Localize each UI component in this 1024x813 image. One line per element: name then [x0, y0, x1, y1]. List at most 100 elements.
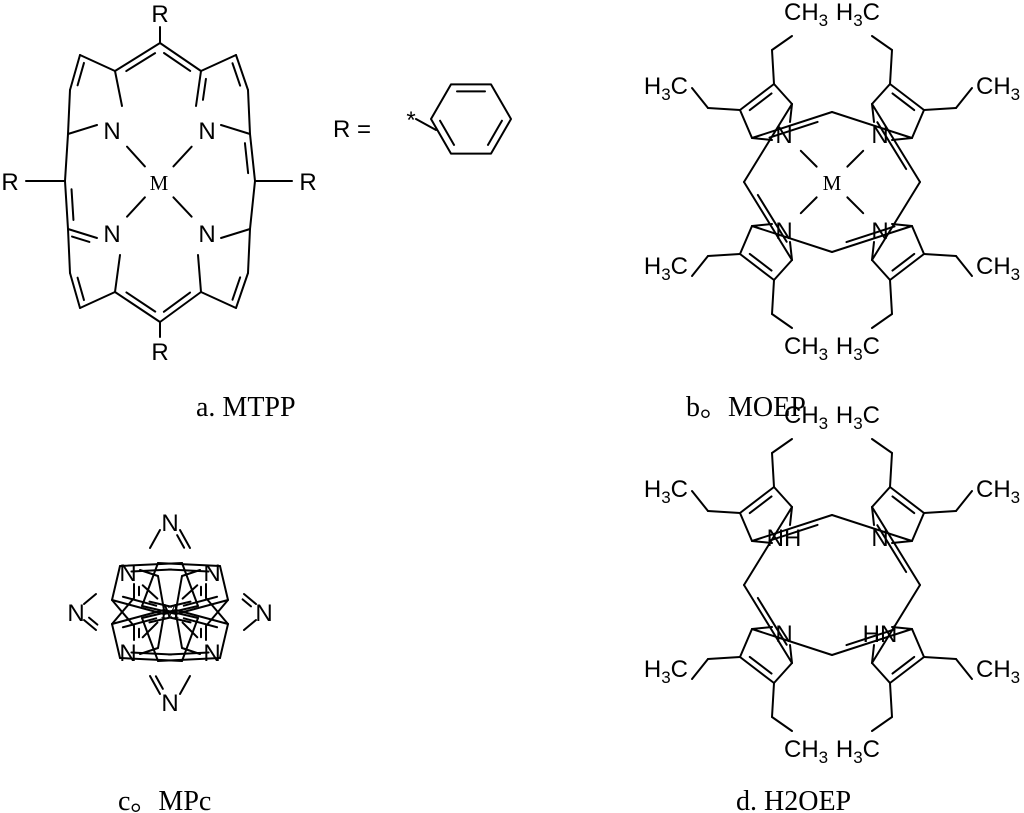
- bond-line: [739, 486, 775, 514]
- bond-line: [69, 272, 81, 309]
- bond-line: [114, 42, 161, 72]
- coordination-bond: [181, 584, 199, 600]
- captions: a. MTPP b。MOEP c。MPc d. H2OEP: [118, 392, 851, 813]
- bond-line: [220, 228, 251, 239]
- bond-line: [911, 225, 925, 255]
- double-bond-line: [148, 616, 173, 624]
- bond-line: [247, 89, 251, 135]
- bond-line: [743, 181, 793, 261]
- bond-line: [871, 506, 875, 526]
- double-bond-line: [845, 628, 896, 647]
- bond-line: [739, 253, 775, 281]
- bond-line: [200, 54, 237, 72]
- bond-line: [955, 87, 973, 109]
- double-bond-line: [748, 655, 773, 675]
- bond-line: [157, 613, 165, 649]
- methyl-label: CH3: [784, 333, 828, 364]
- bond-line: [871, 103, 921, 183]
- attachment-star: *: [406, 107, 415, 134]
- coordination-bond: [172, 196, 193, 218]
- coordination-bond: [172, 145, 193, 168]
- methyl-label: H3C: [836, 736, 880, 767]
- bond-line: [141, 605, 177, 615]
- bond-line: [831, 514, 913, 542]
- bond-line: [79, 291, 116, 309]
- structure-d-h2oep: CH3H3CNHH3CCH3NCH3H3CNH3CCH3HN: [644, 402, 1020, 767]
- bond-line: [889, 452, 893, 488]
- double-bond-line: [121, 617, 158, 629]
- bond-line: [751, 540, 773, 544]
- nitrogen-label: N: [103, 118, 120, 145]
- coordination-bond: [141, 621, 159, 639]
- bond-line: [739, 656, 775, 684]
- bond-line: [771, 313, 793, 329]
- bond-line: [205, 597, 229, 625]
- bond-line: [114, 254, 121, 293]
- bond-line: [773, 662, 793, 684]
- bond-line: [871, 486, 891, 508]
- double-bond-line: [182, 595, 219, 607]
- bond-line: [691, 87, 709, 109]
- bond-line: [149, 675, 161, 695]
- bond-line: [249, 133, 256, 182]
- bond-line: [691, 490, 709, 512]
- nitrogen-label: N: [203, 640, 220, 667]
- caption-d: d. H2OEP: [736, 786, 851, 813]
- bond-line: [751, 628, 833, 656]
- bond-line: [157, 657, 221, 662]
- coordination-bond: [126, 196, 146, 218]
- bond-line: [157, 562, 221, 567]
- bond-line: [415, 118, 437, 131]
- methyl-label: CH3: [784, 402, 828, 433]
- double-bond-line: [76, 276, 85, 302]
- coordination-bond: [799, 149, 818, 168]
- bond-line: [707, 253, 741, 257]
- double-bond-line: [167, 600, 192, 608]
- substituent-r-label: R: [151, 339, 168, 366]
- methyl-label: CH3: [976, 476, 1020, 507]
- methyl-label: CH3: [976, 656, 1020, 687]
- bond-line: [771, 438, 793, 454]
- nitrogen-label: N: [198, 118, 215, 145]
- bond-line: [889, 83, 925, 111]
- double-bond-line: [439, 119, 456, 146]
- bond-line: [871, 506, 921, 586]
- bond-line: [141, 617, 159, 662]
- methyl-label: CH3: [784, 736, 828, 767]
- bond-line: [707, 656, 741, 660]
- methyl-label: H3C: [644, 656, 688, 687]
- bond-line: [235, 272, 249, 309]
- bond-line: [739, 225, 753, 255]
- bond-line: [871, 103, 875, 123]
- bond-line: [771, 35, 793, 51]
- bond-line: [141, 609, 177, 619]
- bond-line: [955, 255, 973, 277]
- bond-line: [871, 181, 921, 261]
- coordination-bond: [846, 149, 865, 168]
- coordination-bond: [126, 145, 146, 168]
- bond-line: [743, 103, 793, 183]
- bond-line: [111, 623, 121, 659]
- bond-line: [220, 124, 251, 135]
- bond-line: [789, 103, 793, 123]
- double-bond-line: [876, 121, 908, 171]
- aza-nitrogen-label: N: [67, 600, 84, 627]
- bond-line: [79, 54, 116, 72]
- double-bond-line: [76, 61, 85, 87]
- bond-line: [789, 644, 793, 664]
- bond-line: [889, 656, 925, 684]
- bond-line: [159, 291, 202, 323]
- bond-line: [871, 716, 893, 732]
- bond-line: [955, 658, 973, 680]
- bond-line: [219, 565, 229, 601]
- bond-line: [69, 54, 81, 91]
- phenyl-ring: [430, 83, 512, 155]
- bond-line: [911, 628, 925, 658]
- double-bond-line: [121, 595, 158, 607]
- bond-line: [249, 180, 256, 230]
- metal-center-label: M: [161, 599, 180, 623]
- nitrogen-label: N: [119, 560, 136, 587]
- coordination-bond: [141, 584, 159, 600]
- bond-line: [831, 225, 913, 253]
